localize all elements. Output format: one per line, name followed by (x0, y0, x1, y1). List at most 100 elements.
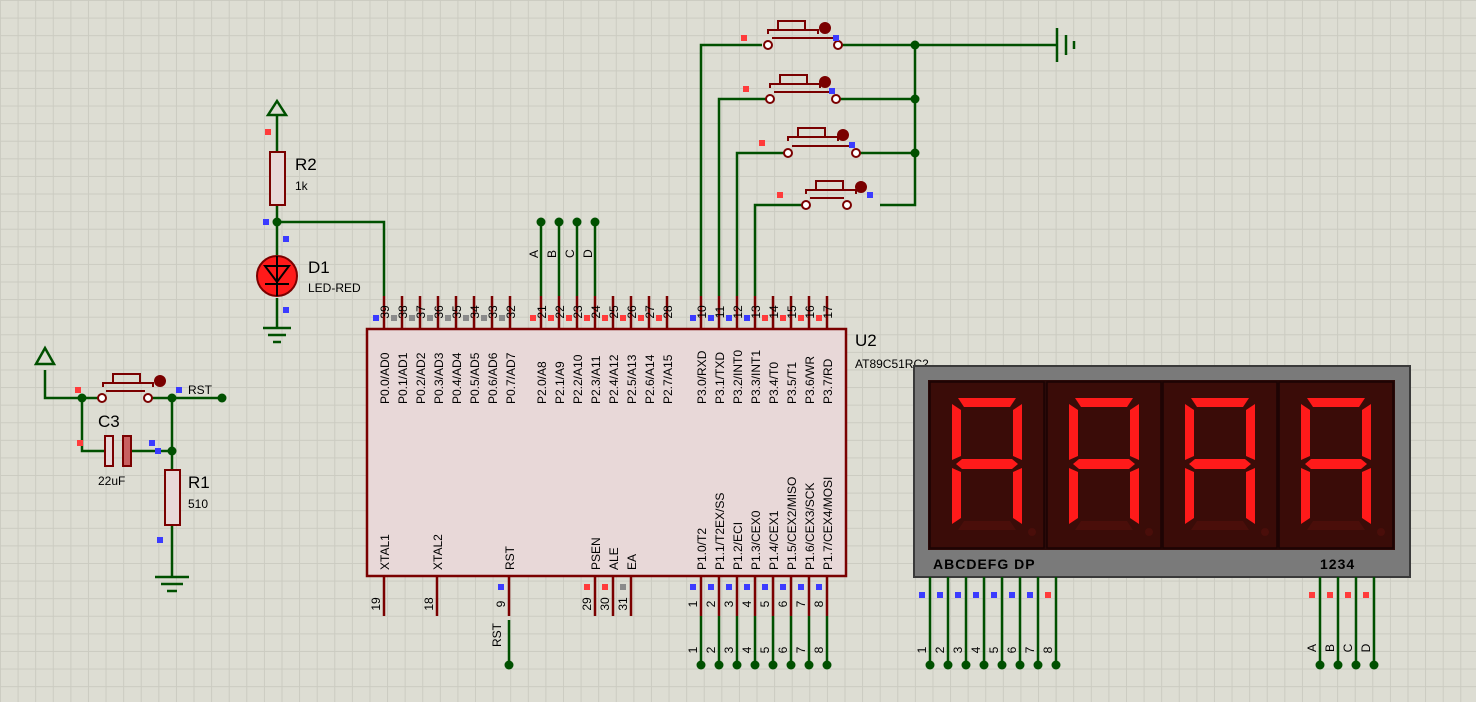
mcu-pin-2[interactable]: 2 P1.1/T2EX/SS (704, 493, 727, 616)
seven-segment-display[interactable]: ABCDEFG DP 1234 (913, 365, 1411, 578)
pin-state-indicator (265, 129, 271, 135)
mcu-pin-name: P1.1/T2EX/SS (713, 493, 727, 570)
p1-bus-terminal[interactable] (714, 660, 724, 670)
mcu-pin-6[interactable]: 6P1.5/CEX2/MISO (776, 477, 799, 616)
display-digit-pin-label: D (1359, 643, 1373, 652)
display-seg-pin-8[interactable]: 8 (1041, 577, 1061, 670)
display-seg-pin-1[interactable]: 1 (915, 577, 935, 670)
display-digit-pin-C[interactable]: C (1341, 577, 1361, 670)
mcu-pin-8[interactable]: 8P1.7/CEX4/MOSI (812, 477, 835, 616)
pin-state-indicator (283, 236, 289, 242)
mcu-pin-number: 4 (740, 600, 754, 607)
mcu-pin-1[interactable]: 1P1.0/T2 (686, 528, 709, 616)
reset-push-button[interactable] (97, 373, 166, 403)
p1-bus-terminal[interactable] (804, 660, 814, 670)
push-button-1[interactable] (763, 20, 843, 50)
p1-bus-terminal[interactable] (822, 660, 832, 670)
display-seg-pin-6[interactable]: 6 (1005, 577, 1025, 670)
c3-capacitor[interactable] (104, 435, 132, 467)
mcu-pin-7[interactable]: 7P1.6/CEX3/SCK (794, 483, 817, 616)
mcu-pin-name: P0.3/AD3 (432, 352, 446, 404)
mcu-pin-name: PSEN (589, 537, 603, 570)
display-seg-pin-2[interactable]: 2 (933, 577, 953, 670)
mcu-pin-number: 32 (504, 305, 518, 319)
segment-c (1362, 468, 1371, 524)
display-seg-pin-3[interactable]: 3 (951, 577, 971, 670)
p1-bus-number: 4 (740, 646, 754, 653)
push-button-4[interactable] (801, 180, 867, 210)
display-digit-pin-A[interactable]: A (1305, 577, 1325, 670)
display-seg-pin-7[interactable]: 7 (1023, 577, 1043, 670)
segment-e (1301, 468, 1310, 524)
d1-led[interactable] (256, 255, 298, 297)
mcu-pin-number: 12 (731, 305, 745, 319)
pin-state-indicator (75, 387, 81, 393)
c3-left-wire (80, 398, 106, 453)
display-digit-pin-B[interactable]: B (1323, 577, 1343, 670)
pin-state-indicator (726, 315, 732, 321)
p1-bus-terminal[interactable] (750, 660, 760, 670)
pin-state-indicator (602, 315, 608, 321)
p1-bus-terminal[interactable] (768, 660, 778, 670)
push-button-2[interactable] (765, 74, 841, 104)
p1-bus-terminal[interactable] (696, 660, 706, 670)
display-seg-pin-5[interactable]: 5 (987, 577, 1007, 670)
pin-state-indicator (498, 584, 504, 590)
push-button-3[interactable] (783, 127, 861, 158)
mcu-u2[interactable]: 39P0.0/AD038P0.1/AD137P0.2/AD236P0.3/AD3… (365, 296, 848, 616)
p1-bus-number: 5 (758, 646, 772, 653)
pin-state-indicator (656, 315, 662, 321)
mcu-pin-5[interactable]: 5P1.4/CEX1 (758, 510, 781, 616)
mcu-pin-number: 25 (607, 305, 621, 319)
segment-g (956, 459, 1018, 469)
pin-state-indicator (726, 584, 732, 590)
pin-state-indicator (602, 584, 608, 590)
r1-resistor[interactable] (164, 469, 181, 526)
r2-resistor[interactable] (269, 151, 286, 206)
pin-state-indicator (690, 315, 696, 321)
display-seg-pin-4[interactable]: 4 (969, 577, 989, 670)
p2-net-label: B (545, 250, 559, 258)
mcu-pin-number: 2 (704, 600, 718, 607)
mcu-pin-name: P0.1/AD1 (396, 352, 410, 404)
mcu-pin-4[interactable]: 4P1.3/CEX0 (740, 510, 763, 616)
p33-wire (753, 203, 803, 296)
p1-bus-terminal[interactable] (732, 660, 742, 670)
c3-value: 22uF (98, 474, 125, 488)
display-digit-pin-D[interactable]: D (1359, 577, 1379, 670)
mcu-pin-3[interactable]: 3P1.2/ECI (722, 522, 745, 616)
p1-bus-terminal[interactable] (786, 660, 796, 670)
pin-state-indicator (584, 315, 590, 321)
